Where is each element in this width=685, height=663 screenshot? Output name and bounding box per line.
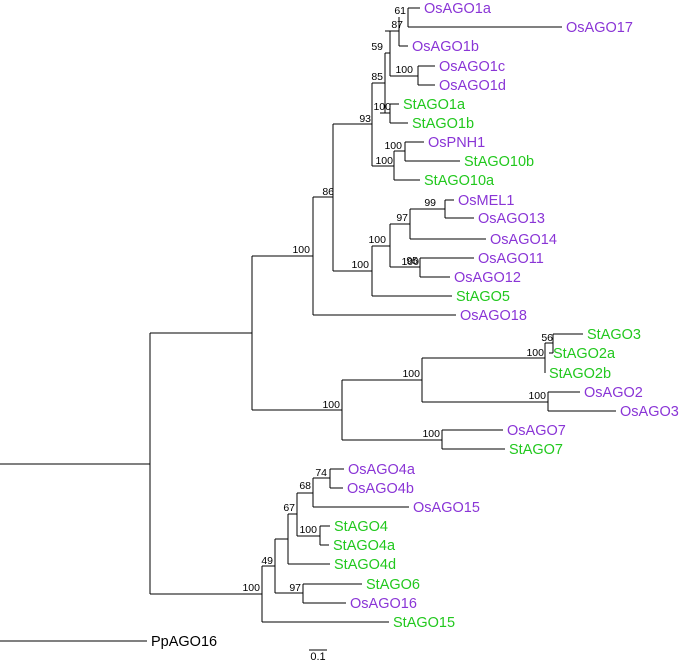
leaf-labels: OsAGO1aOsAGO17OsAGO1bOsAGO1cOsAGO1dStAGO… — [151, 1, 679, 650]
bootstrap-value: 59 — [371, 41, 383, 53]
leaf-label: OsAGO4a — [348, 462, 416, 478]
bootstrap-value: 100 — [528, 390, 546, 402]
leaf-label: StAGO10b — [464, 154, 534, 170]
leaf-label: StAGO2b — [549, 366, 611, 382]
bootstrap-value: 100 — [322, 399, 340, 411]
leaf-label: OsPNH1 — [428, 135, 485, 151]
bootstrap-value: 97 — [289, 582, 301, 594]
leaf-label: StAGO10a — [424, 173, 495, 189]
bootstrap-value: 67 — [283, 502, 295, 514]
leaf-label: OsAGO12 — [454, 270, 521, 286]
bootstrap-value: 100 — [351, 259, 369, 271]
bootstrap-value: 85 — [371, 71, 383, 83]
leaf-label: OsAGO15 — [413, 500, 480, 516]
bootstrap-value: 61 — [394, 5, 406, 17]
leaf-label: OsAGO11 — [478, 251, 544, 267]
bootstrap-value: 100 — [292, 244, 310, 256]
tree-branches — [0, 7, 616, 642]
bootstrap-value: 68 — [299, 480, 311, 492]
leaf-label: OsAGO18 — [460, 308, 527, 324]
bootstrap-value: 100 — [422, 428, 440, 440]
bootstrap-value: 100 — [373, 101, 391, 113]
bootstrap-value: 56 — [541, 332, 553, 344]
bootstrap-value: 100 — [368, 234, 386, 246]
scale-bar: 0.1 — [309, 649, 327, 663]
leaf-label: StAGO15 — [393, 615, 455, 631]
bootstrap-value: 100 — [299, 524, 317, 536]
leaf-label: OsAGO17 — [566, 20, 633, 36]
leaf-label: OsAGO3 — [620, 404, 679, 420]
leaf-label: StAGO4d — [334, 557, 396, 573]
bootstrap-value: 74 — [315, 467, 327, 479]
bootstrap-value: 100 — [242, 582, 260, 594]
bootstrap-value: 97 — [396, 212, 408, 224]
leaf-label: OsAGO4b — [347, 481, 414, 497]
bootstrap-value: 93 — [359, 113, 371, 125]
bootstrap-value: 100 — [402, 368, 420, 380]
leaf-label: StAGO1b — [412, 116, 474, 132]
bootstrap-value: 95 — [406, 255, 418, 267]
leaf-label: OsAGO1b — [412, 39, 479, 55]
leaf-label: StAGO1a — [403, 97, 466, 113]
scale-bar-label: 0.1 — [310, 651, 325, 663]
leaf-label: OsAGO7 — [507, 423, 566, 439]
leaf-label: PpAGO16 — [151, 634, 217, 650]
leaf-label: StAGO7 — [509, 442, 563, 458]
leaf-label: OsAGO1a — [424, 1, 492, 17]
bootstrap-value: 86 — [322, 186, 334, 198]
leaf-label: StAGO4a — [333, 538, 396, 554]
leaf-label: StAGO5 — [456, 289, 510, 305]
leaf-label: OsAGO16 — [350, 596, 417, 612]
leaf-label: StAGO6 — [366, 577, 420, 593]
bootstrap-value: 100 — [384, 140, 402, 152]
bootstrap-value: 99 — [424, 197, 436, 209]
bootstrap-value: 100 — [395, 64, 413, 76]
bootstrap-value: 100 — [375, 155, 393, 167]
leaf-label: StAGO2a — [553, 346, 616, 362]
bootstrap-value: 100 — [401, 256, 419, 268]
bootstrap-value: 49 — [261, 555, 273, 567]
leaf-label: OsMEL1 — [458, 193, 514, 209]
leaf-label: OsAGO14 — [490, 232, 557, 248]
leaf-label: OsAGO1c — [439, 59, 505, 75]
bootstrap-value: 87 — [391, 19, 403, 31]
bootstrap-value: 100 — [526, 347, 544, 359]
leaf-label: OsAGO1d — [439, 78, 506, 94]
leaf-label: OsAGO2 — [584, 385, 643, 401]
leaf-label: StAGO4 — [334, 519, 388, 535]
leaf-label: StAGO3 — [587, 327, 641, 343]
leaf-label: OsAGO13 — [478, 211, 545, 227]
